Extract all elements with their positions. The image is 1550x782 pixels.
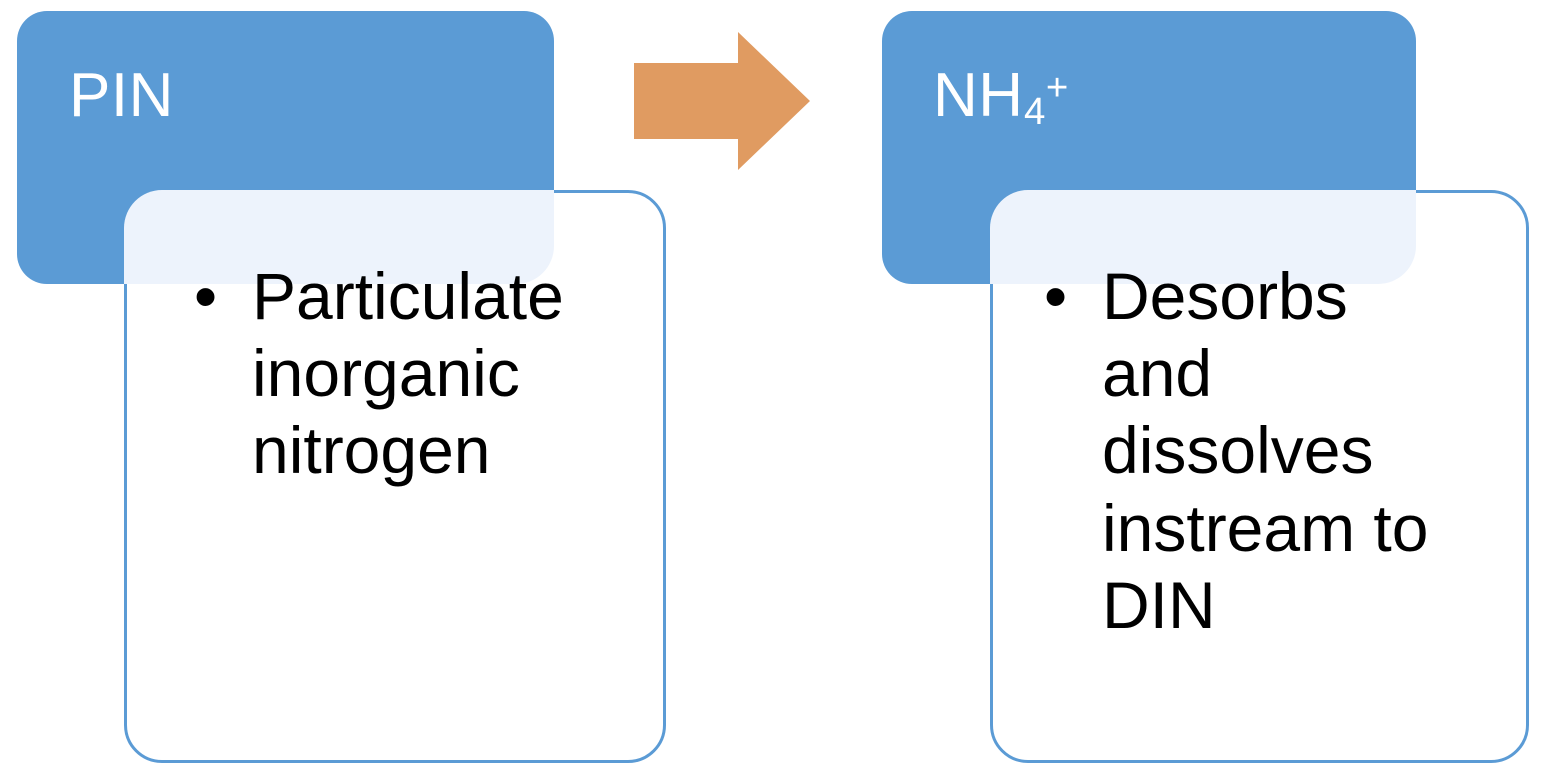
node-header-subscript-ammonium: 4	[1023, 90, 1046, 134]
node-header-label-ammonium: NH4+	[933, 65, 1069, 132]
bullet-item: Particulate inorganic nitrogen	[190, 258, 610, 490]
node-header-label-pin: PIN	[69, 65, 174, 127]
node-bullet-list-ammonium: Desorbs and dissolves instream to DIN	[1040, 258, 1440, 644]
node-header-base-ammonium: NH	[933, 61, 1024, 130]
right-arrow-icon	[634, 32, 810, 170]
node-bullet-list-pin: Particulate inorganic nitrogen	[190, 258, 610, 490]
bullet-item: Desorbs and dissolves instream to DIN	[1040, 258, 1440, 644]
node-header-base-pin: PIN	[69, 61, 174, 130]
node-header-superscript-ammonium: +	[1045, 65, 1069, 109]
